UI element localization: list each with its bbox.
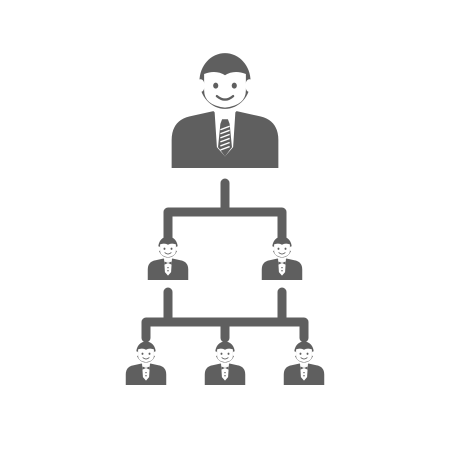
employee-icon xyxy=(125,341,167,385)
tie-stripe xyxy=(220,125,230,131)
bowtie-icon xyxy=(278,261,286,265)
eye xyxy=(213,82,219,89)
face xyxy=(217,348,233,363)
eye xyxy=(306,352,309,355)
employee-icon xyxy=(283,341,325,385)
eye xyxy=(163,247,166,250)
bowtie-icon xyxy=(221,366,229,370)
shirt-button xyxy=(145,371,147,374)
eye xyxy=(299,352,302,355)
manager-icon xyxy=(147,236,189,280)
ear xyxy=(196,79,205,93)
eye xyxy=(170,247,173,250)
smile xyxy=(142,357,150,360)
top-manager-icon xyxy=(171,53,279,168)
shirt-button xyxy=(167,270,169,272)
ear xyxy=(232,351,236,357)
bowtie-icon xyxy=(300,366,308,370)
shirt-button xyxy=(167,266,169,269)
smile xyxy=(221,357,229,360)
eye xyxy=(148,352,151,355)
shirt-button xyxy=(281,266,283,269)
tie-stripe xyxy=(220,129,230,135)
ear xyxy=(293,351,297,357)
eye xyxy=(231,82,237,89)
eye xyxy=(227,352,230,355)
tie-stripe xyxy=(220,145,230,151)
ear xyxy=(271,246,275,252)
eye xyxy=(141,352,144,355)
shirt-button xyxy=(281,270,283,272)
connector-level-2-to-3 xyxy=(141,287,309,343)
eye xyxy=(220,352,223,355)
tie-stripe xyxy=(220,141,230,147)
shirt-button xyxy=(303,371,305,374)
shirt-button xyxy=(145,375,147,377)
face xyxy=(138,348,154,363)
shirt-button xyxy=(224,371,226,374)
ear xyxy=(245,79,254,93)
manager-icon xyxy=(261,236,303,280)
bowtie-icon xyxy=(164,261,172,265)
face xyxy=(204,71,246,108)
ear xyxy=(135,351,139,357)
ear xyxy=(311,351,315,357)
ear xyxy=(214,351,218,357)
smile xyxy=(164,252,172,255)
connector-level-1-to-2 xyxy=(163,178,287,243)
ear xyxy=(153,351,157,357)
smile xyxy=(300,357,308,360)
shirt-button xyxy=(303,375,305,377)
face xyxy=(296,348,312,363)
eye xyxy=(277,247,280,250)
smile xyxy=(278,252,286,255)
tie-stripe xyxy=(220,133,230,139)
eye xyxy=(284,247,287,250)
tie-stripe xyxy=(220,137,230,143)
bowtie-icon xyxy=(142,366,150,370)
employee-icon xyxy=(204,341,246,385)
ear xyxy=(175,246,179,252)
ear xyxy=(289,246,293,252)
shirt-button xyxy=(224,375,226,377)
ear xyxy=(157,246,161,252)
face xyxy=(160,243,176,258)
smile xyxy=(215,94,235,101)
face xyxy=(274,243,290,258)
